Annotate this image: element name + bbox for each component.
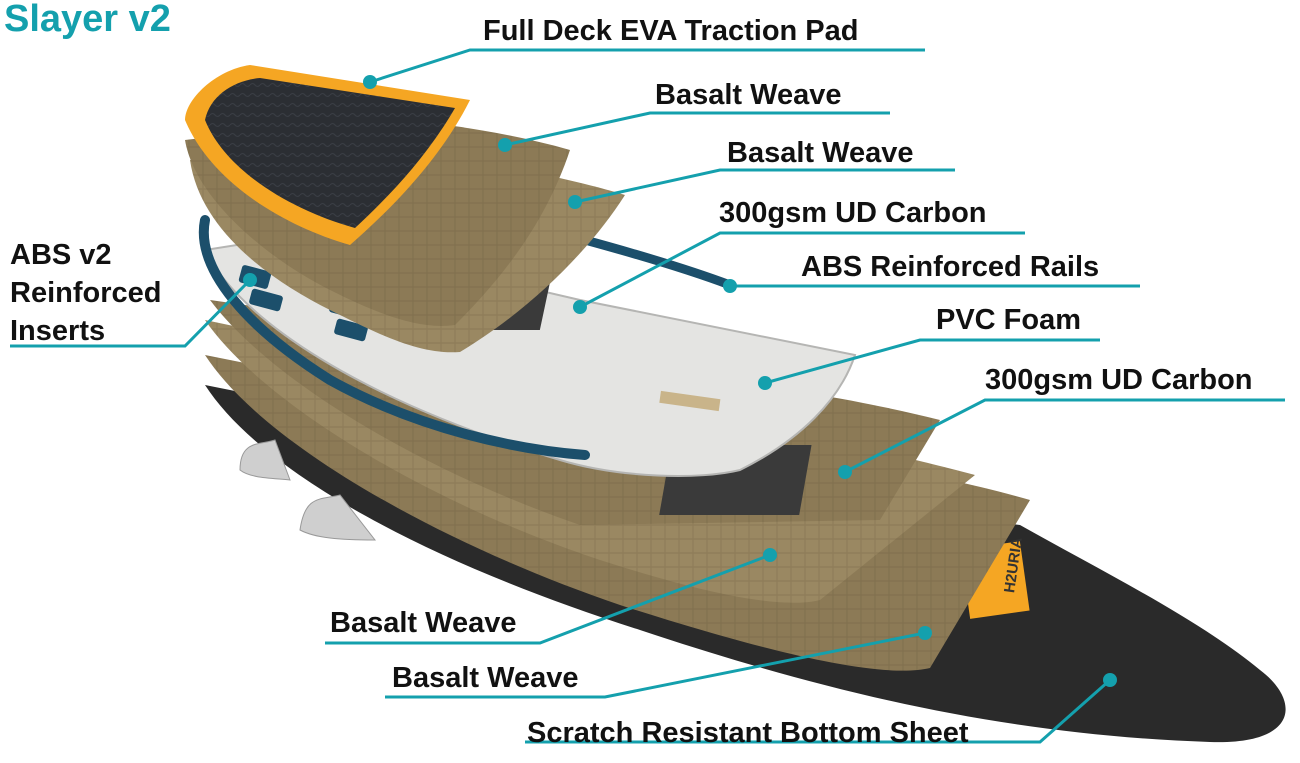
leader-basalt-1: [504, 111, 890, 147]
label-ud-carbon-top: 300gsm UD Carbon: [719, 197, 987, 229]
label-basalt-weave-4: Basalt Weave: [392, 662, 579, 694]
label-basalt-weave-2: Basalt Weave: [727, 137, 914, 169]
leader-basalt-4: [385, 631, 926, 699]
leader-basalt-2: [574, 168, 955, 204]
foam-slot: [659, 390, 721, 412]
fin-front: [239, 439, 291, 481]
abs-rail-right: [580, 235, 735, 290]
label-abs-rails: ABS Reinforced Rails: [801, 251, 1100, 283]
label-traction-pad: Full Deck EVA Traction Pad: [483, 15, 859, 47]
leader-bottom-sheet: [525, 678, 1111, 744]
leader-lines: [10, 48, 1285, 744]
traction-pad-grip: [205, 78, 455, 228]
label-pvc-foam: PVC Foam: [936, 304, 1082, 336]
diagram-title: Slayer v2: [4, 0, 171, 40]
label-abs-inserts-line-2: Reinforced: [10, 277, 162, 309]
label-bottom-sheet: Scratch Resistant Bottom Sheet: [527, 717, 969, 749]
leader-traction-pad: [369, 48, 925, 84]
leader-basalt-3: [325, 553, 771, 645]
label-basalt-weave-3: Basalt Weave: [330, 607, 517, 639]
label-abs-inserts-line-3: Inserts: [10, 315, 106, 347]
leader-pvc-foam: [764, 338, 1100, 385]
fin-rear: [299, 494, 377, 541]
leader-dots: [243, 75, 1117, 687]
label-basalt-weave-1: Basalt Weave: [655, 79, 842, 111]
abs-insert-2: [249, 288, 283, 312]
leader-ud-carbon-bottom: [844, 398, 1285, 474]
label-abs-inserts-line-1: ABS v2: [10, 239, 112, 271]
abs-rail-left: [198, 215, 590, 460]
label-ud-carbon-bottom: 300gsm UD Carbon: [985, 364, 1253, 396]
leader-ud-carbon-top: [579, 231, 1025, 309]
leader-abs-inserts: [10, 278, 252, 348]
label-abs-inserts: ABS v2 Reinforced Inserts: [10, 236, 161, 350]
